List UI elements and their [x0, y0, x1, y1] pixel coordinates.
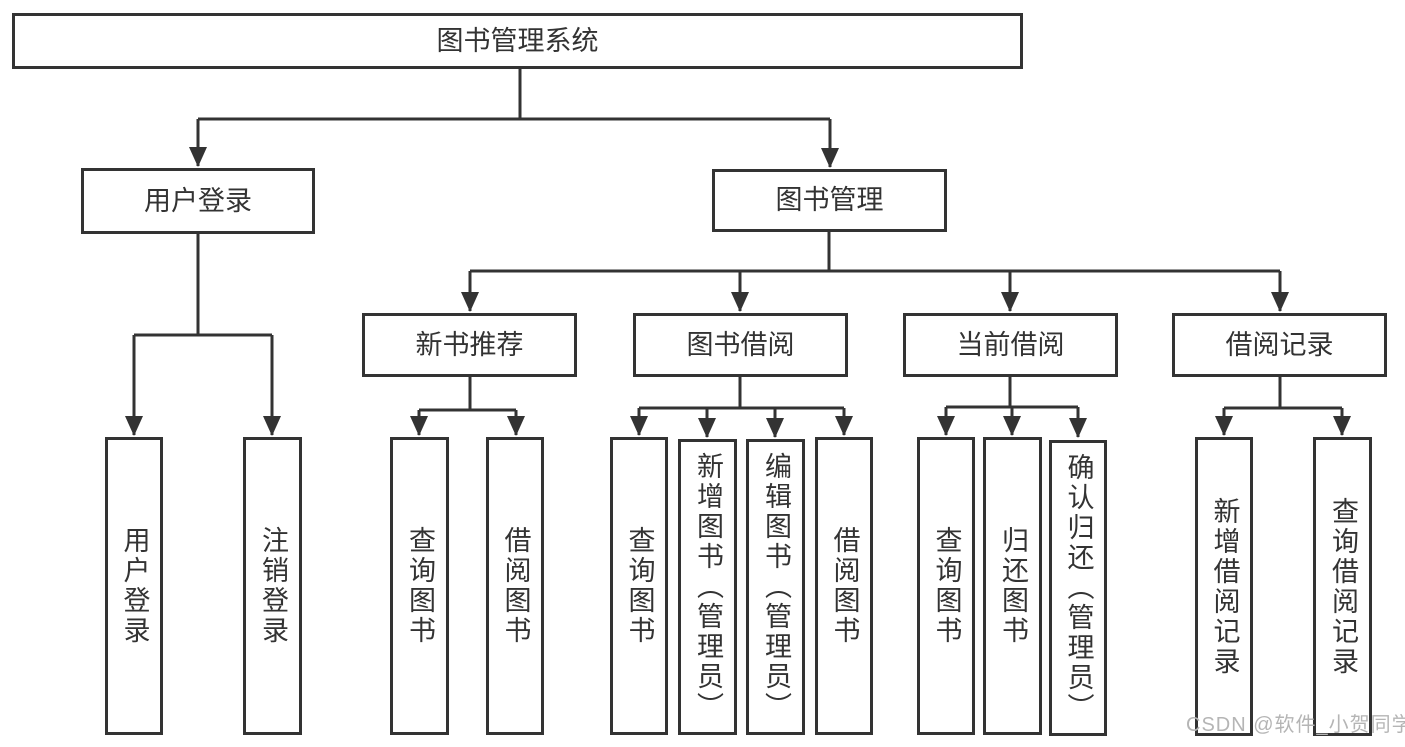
leaf-add-borrow-record: 新增借阅记录 — [1195, 437, 1253, 736]
watermark: CSDN @软件_小贺同学 — [1186, 714, 1405, 736]
leaf-add-book-admin: 新增图书（管理员） — [678, 439, 737, 735]
leaf-borrow-books-recommend: 借阅图书 — [486, 437, 544, 735]
node-root: 图书管理系统 — [12, 13, 1023, 69]
connector — [419, 377, 516, 412]
node-book-borrow: 图书借阅 — [633, 313, 848, 377]
connector — [639, 377, 844, 410]
leaf-user-login: 用户登录 — [105, 437, 163, 735]
connector — [198, 69, 830, 121]
connector — [134, 234, 272, 337]
node-user-login-branch: 用户登录 — [81, 168, 315, 234]
node-new-book-recommend: 新书推荐 — [362, 313, 577, 377]
node-borrow-records: 借阅记录 — [1172, 313, 1387, 377]
leaf-confirm-return-admin: 确认归还（管理员） — [1049, 440, 1107, 736]
leaf-edit-book-admin: 编辑图书（管理员） — [746, 439, 805, 735]
connector — [470, 232, 1280, 273]
leaf-logout: 注销登录 — [243, 437, 302, 735]
leaf-query-books-borrow: 查询图书 — [610, 437, 668, 735]
connector — [1224, 377, 1342, 410]
leaf-query-books-recommend: 查询图书 — [390, 437, 449, 735]
leaf-return-books: 归还图书 — [983, 437, 1042, 735]
leaf-query-books-current: 查询图书 — [917, 437, 975, 735]
leaf-borrow-books: 借阅图书 — [815, 437, 873, 735]
leaf-query-borrow-record: 查询借阅记录 — [1313, 437, 1372, 736]
connector — [946, 377, 1078, 409]
node-current-borrow: 当前借阅 — [903, 313, 1118, 377]
node-book-management: 图书管理 — [712, 169, 947, 232]
